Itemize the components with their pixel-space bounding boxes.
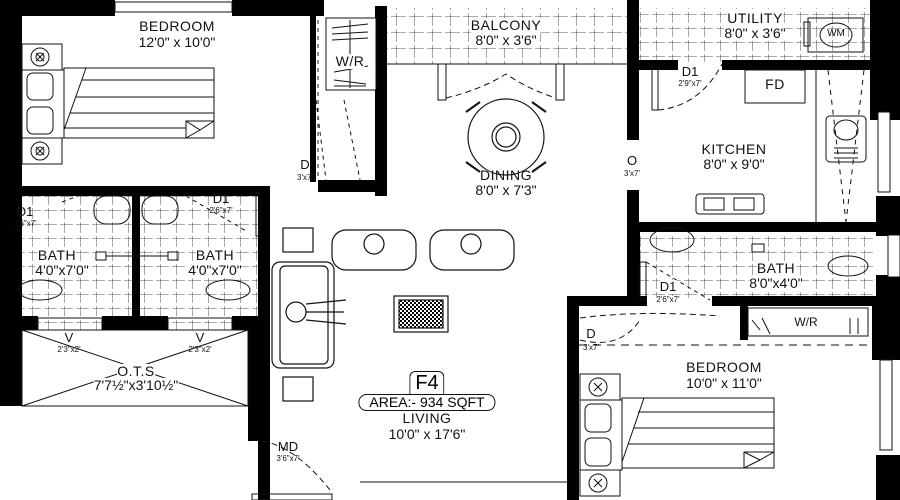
main-door-name: MD <box>277 439 299 454</box>
bath1-door-name: D1 <box>16 204 34 219</box>
balcony-dim: 8'0" x 3'6" <box>475 32 537 48</box>
bath1-door-dim: 2'6"x7' <box>13 219 37 228</box>
ots-name: O.T.S <box>117 363 155 379</box>
bath-fixtures-right <box>639 227 869 301</box>
utility-name: UTILITY <box>727 10 783 26</box>
utility-dim: 8'0" x 3'6" <box>724 25 786 41</box>
bedroom2-name: BEDROOM <box>686 359 762 375</box>
bath2-dim: 4'0"x7'0" <box>188 262 242 278</box>
bath3-door-name: D1 <box>659 279 677 294</box>
bath2-name: BATH <box>195 247 235 263</box>
main-door-icon <box>251 439 570 500</box>
wr2-label: W/R <box>794 315 818 329</box>
dining-dim: 8'0" x 7'3" <box>475 182 537 198</box>
bedroom1-door-dim: 3'x7' <box>297 173 313 182</box>
bedroom1-dim: 12'0" x 10'0" <box>138 34 216 50</box>
bed-icon-2 <box>579 307 875 497</box>
kitchen-door-d1-name: D1 <box>681 64 699 79</box>
living-dim: 10'0" x 17'6" <box>388 426 466 442</box>
washing-machine-label: WM <box>827 28 845 39</box>
bath3-door-dim: 2'6"x7' <box>656 295 680 305</box>
windows <box>37 1 900 451</box>
kitchen-name: KITCHEN <box>701 141 767 157</box>
bath2-door-dim: 2'6"x7' <box>209 206 233 215</box>
bedroom2-door-name: D <box>586 326 596 341</box>
bath3-name: BATH <box>756 260 796 276</box>
ventilator2-dim: 2'3"x2' <box>188 345 212 354</box>
bedroom2-door-dim: 3'x7' <box>583 343 599 352</box>
wardrobe-icon <box>315 17 377 181</box>
bedroom2-dim: 10'0" x 11'0" <box>686 375 762 391</box>
wr1-label: W/R <box>335 53 365 69</box>
main-door-dim: 3'6"x7' <box>276 454 300 463</box>
living-furniture <box>271 227 515 402</box>
washing-machine-icon <box>803 17 864 53</box>
kitchen-opening-name: O <box>626 153 638 168</box>
ventilator1-dim: 2'3"x2' <box>57 345 81 354</box>
balcony-name: BALCONY <box>470 17 542 33</box>
ots-dim: 7'7½"x3'10½" <box>93 377 179 393</box>
bath1-name: BATH <box>37 247 77 263</box>
balcony-door-icon <box>437 63 565 101</box>
ventilator1-name: V <box>64 330 74 345</box>
bed-icon <box>21 43 215 165</box>
bath3-dim: 8'0"x4'0" <box>749 275 803 291</box>
living-name: LIVING <box>402 410 452 426</box>
bedroom1-door-name: D <box>300 157 310 172</box>
area-label: AREA:- 934 SQFT <box>358 394 496 411</box>
fridge-label: FD <box>765 76 785 92</box>
unit-label: F4 <box>409 371 445 394</box>
bath2-door-name: D1 <box>212 191 230 206</box>
kitchen-door-d1-dim: 2'9"x7' <box>678 79 702 88</box>
ventilator2-name: V <box>195 330 205 345</box>
kitchen-opening-dim: 3'x7' <box>624 169 640 178</box>
bath1-dim: 4'0"x7'0" <box>35 262 89 278</box>
dining-table-icon <box>465 98 547 176</box>
dining-name: DINING <box>480 167 532 183</box>
bedroom1-name: BEDROOM <box>139 18 215 34</box>
kitchen-fixtures <box>651 63 867 223</box>
bath-fixtures-left <box>17 191 261 301</box>
kitchen-dim: 8'0" x 9'0" <box>703 156 765 172</box>
